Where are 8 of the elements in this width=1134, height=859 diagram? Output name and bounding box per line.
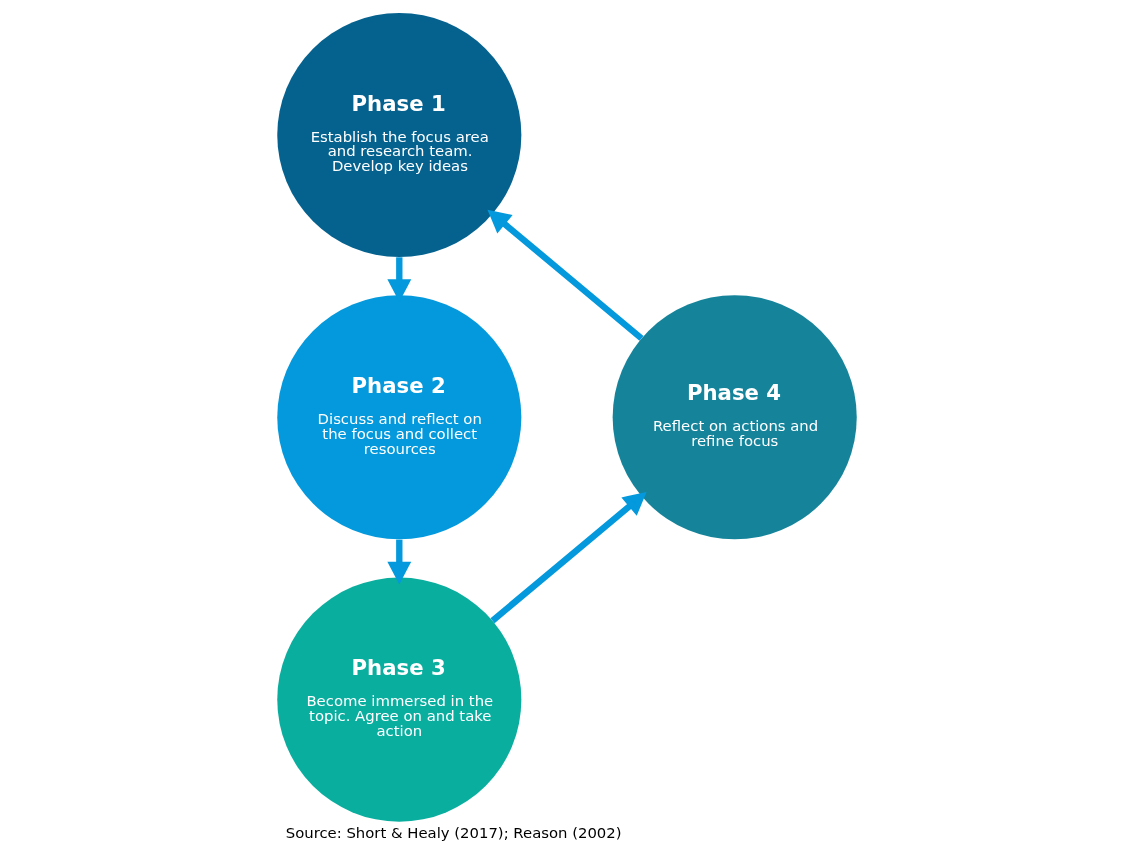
node-circle: Phase 2 Discuss and reflect on the focus and collect resources — [277, 295, 522, 540]
arrow — [387, 539, 412, 585]
arrow — [490, 492, 647, 624]
node-circle: Phase 3 Become immersed in the topic. Agree on and take action — [277, 577, 522, 822]
arrow — [487, 209, 644, 341]
caption: Source: Short & Healy (2017); Reason (2002) — [285, 823, 622, 842]
node-circle: Phase 4 Reflect on actions and refine focus — [612, 295, 857, 540]
node-circle: Phase 1 Establish the focus area and research team. Develop key ideas — [277, 12, 522, 258]
